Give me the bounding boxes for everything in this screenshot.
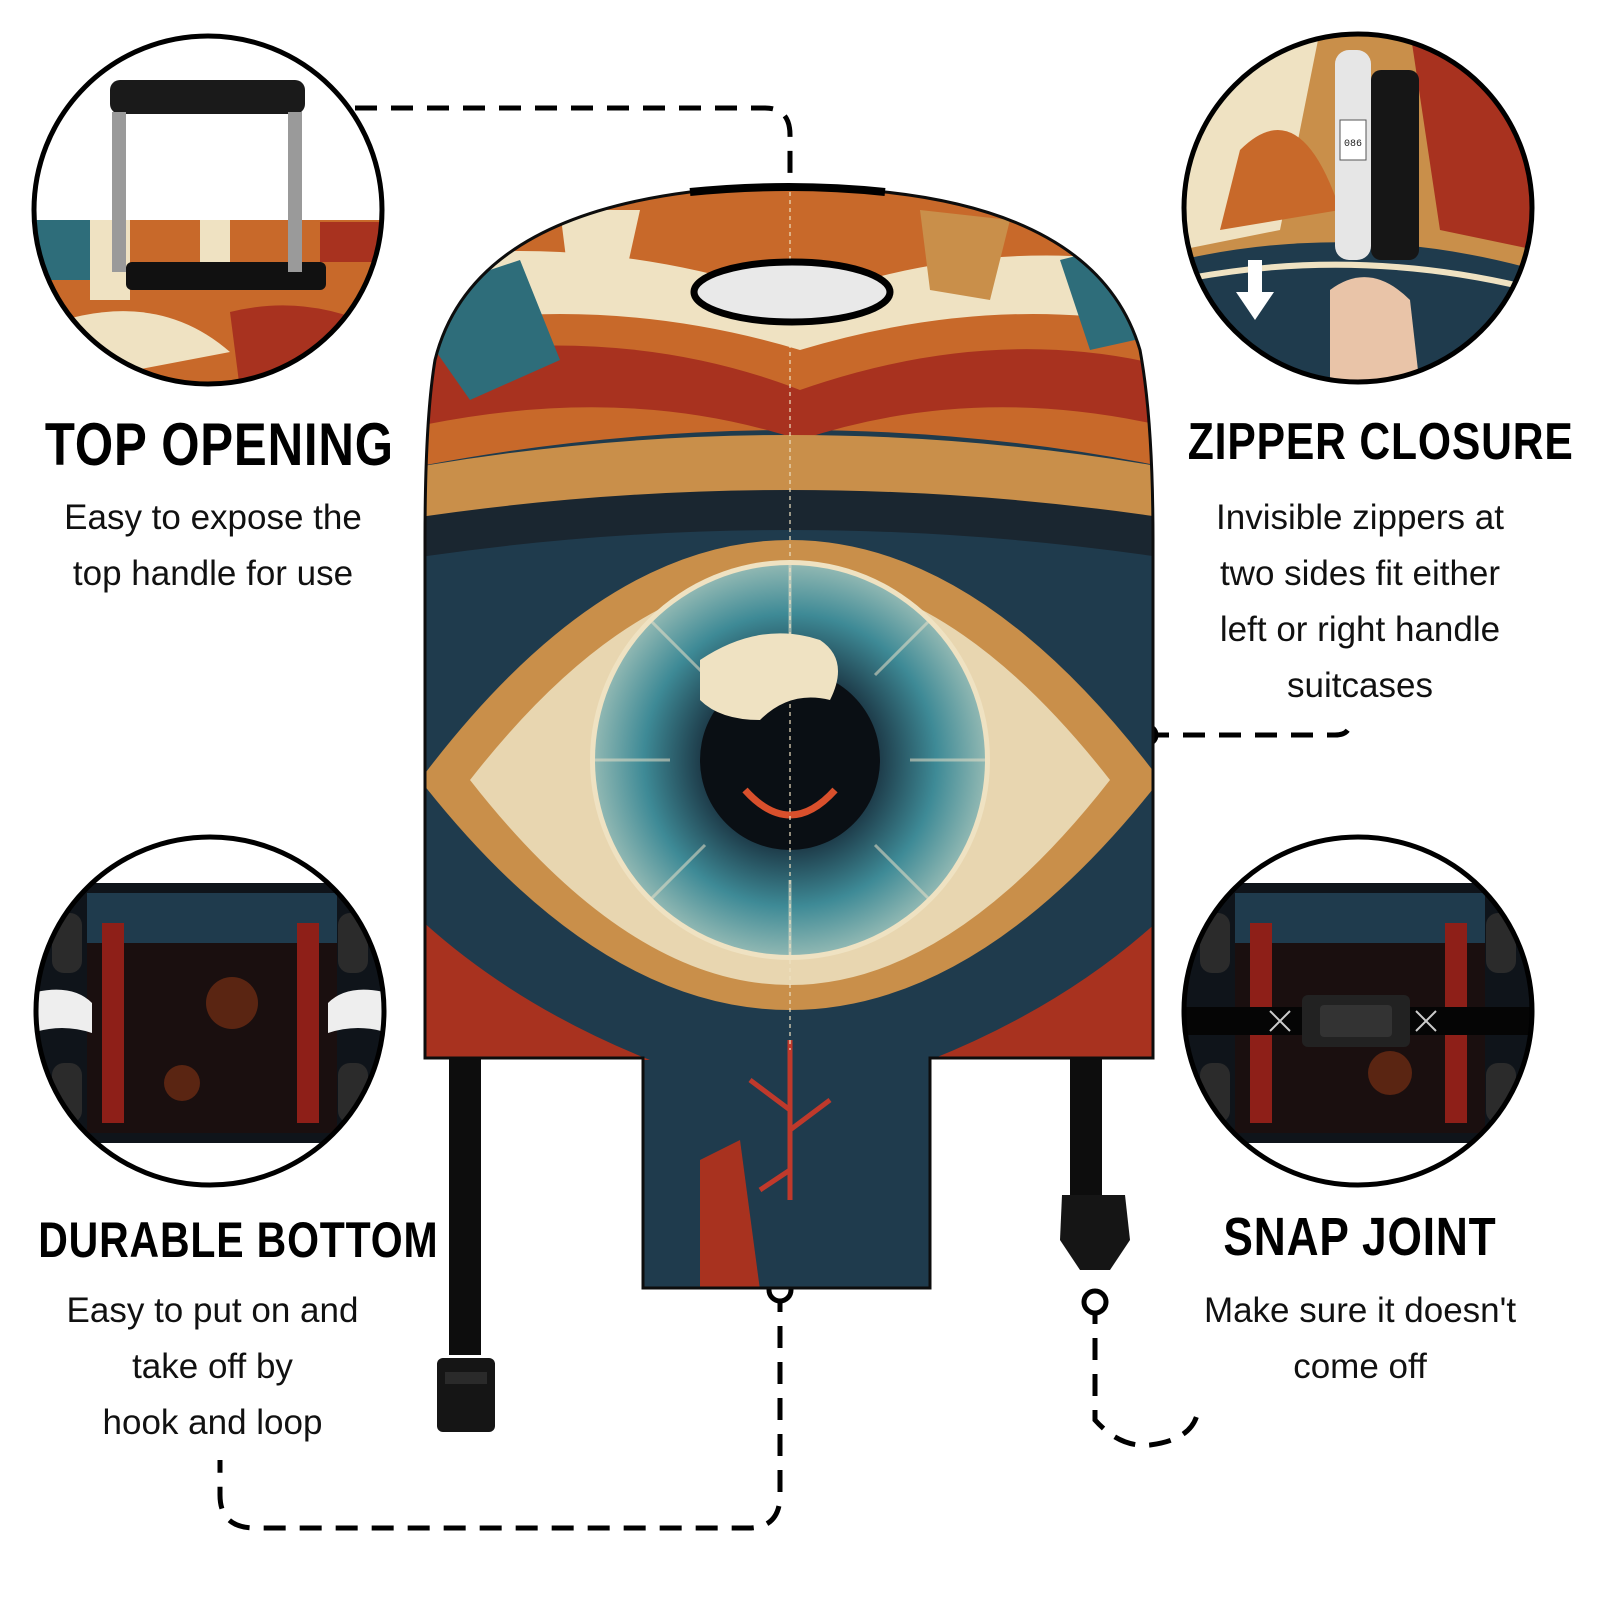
detail-circle-bottom (33, 834, 387, 1188)
connector-top-opening (355, 105, 793, 205)
durable-bottom-title: DURABLE BOTTOM (38, 1212, 439, 1268)
detail-circle-snap (1181, 834, 1535, 1188)
durable-bottom-description: Easy to put on and take off by hook and … (0, 1283, 425, 1451)
connector-zipper (1147, 721, 1353, 738)
zipper-closure-desc-line: suitcases (1287, 666, 1433, 705)
connector-dot-snap (1081, 1288, 1109, 1316)
lock-digits: 086 (1344, 139, 1362, 150)
snap-joint-title: SNAP JOINT (1223, 1207, 1497, 1267)
down-arrow-icon (1248, 260, 1262, 294)
top-opening-description: Easy to expose the top handle for use (8, 490, 418, 602)
zipper-closure-description: Invisible zippers at two sides fit eithe… (1150, 490, 1570, 714)
zipper-closure-title: ZIPPER CLOSURE (1187, 413, 1574, 471)
top-opening-title: TOP OPENING (44, 411, 394, 478)
snap-joint-desc-line: Make sure it doesn't (1203, 1291, 1517, 1330)
zipper-closure-desc-line: two sides fit either (1219, 554, 1501, 593)
detail-circle-top-handle (31, 33, 385, 387)
zipper-closure-desc-line: left or right handle (1219, 610, 1501, 649)
connector-snap (1092, 1302, 1200, 1448)
top-opening-desc-line: Easy to expose the (64, 498, 362, 537)
durable-bottom-desc-line: Easy to put on and (66, 1291, 359, 1330)
connector-bottom (217, 1290, 783, 1531)
right-strap (1060, 1055, 1130, 1270)
snap-joint-description: Make sure it doesn't come off (1150, 1283, 1570, 1395)
durable-bottom-desc-line: hook and loop (102, 1403, 323, 1442)
zipper-closure-desc-line: Invisible zippers at (1216, 498, 1504, 537)
top-opening-desc-line: top handle for use (72, 554, 354, 593)
left-strap (437, 1055, 495, 1432)
snap-joint-desc-line: come off (1293, 1347, 1427, 1386)
detail-circle-zipper: 086 (1181, 31, 1535, 385)
durable-bottom-desc-line: take off by (132, 1347, 293, 1386)
